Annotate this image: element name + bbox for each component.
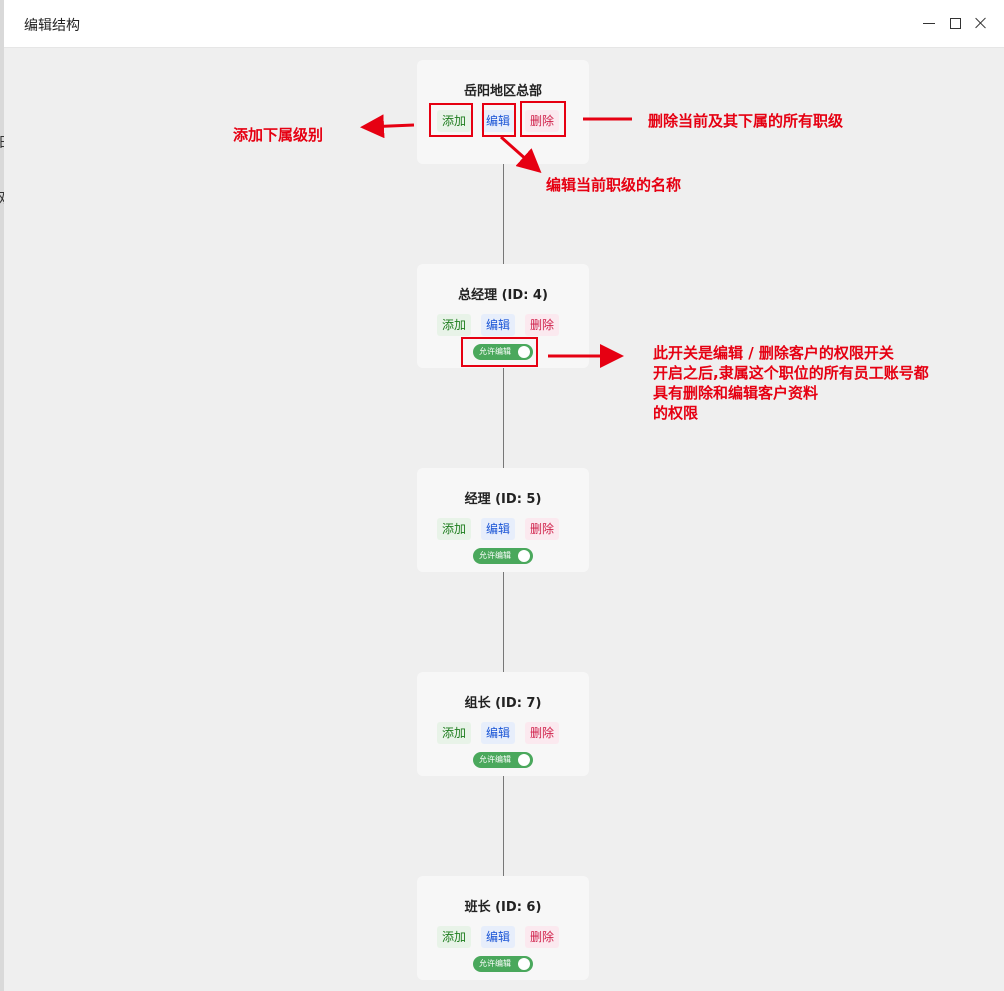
annotation-toggle-text: 此开关是编辑 / 删除客户的权限开关 开启之后,隶属这个职位的所有员工账号都 具…	[653, 343, 929, 423]
allow-edit-toggle[interactable]: 允许编辑	[473, 548, 533, 564]
minimize-icon[interactable]	[918, 12, 940, 34]
arrow-edit	[500, 135, 542, 173]
allow-edit-toggle[interactable]: 允许编辑	[473, 752, 533, 768]
org-node-root: 岳阳地区总部 添加 编辑 删除	[417, 60, 589, 164]
delete-button[interactable]: 删除	[525, 722, 560, 744]
tree-connector	[503, 572, 504, 672]
annotation-toggle-line: 开启之后,隶属这个职位的所有员工账号都	[653, 364, 929, 382]
org-node: 总经理 (ID: 4) 添加 编辑 删除 允许编辑	[417, 264, 589, 368]
tree-connector	[503, 368, 504, 468]
edit-structure-window: 编辑结构 岳阳地区总部 添加 编辑 删除 总经理 (ID: 4) 添加 编辑 删…	[4, 0, 1004, 991]
toggle-knob	[518, 550, 530, 562]
add-button[interactable]: 添加	[437, 110, 472, 132]
delete-button[interactable]: 删除	[525, 518, 560, 540]
toggle-label: 允许编辑	[479, 347, 511, 356]
node-title: 总经理 (ID: 4)	[458, 288, 548, 303]
delete-button[interactable]: 删除	[525, 314, 560, 336]
delete-button[interactable]: 删除	[525, 110, 560, 132]
toggle-label: 允许编辑	[479, 959, 511, 968]
annotation-arrows	[360, 114, 632, 368]
annotation-delete-text: 删除当前及其下属的所有职级	[648, 112, 844, 130]
add-button[interactable]: 添加	[437, 314, 472, 336]
title-bar: 编辑结构	[4, 0, 1004, 48]
toggle-knob	[518, 958, 530, 970]
edit-button[interactable]: 编辑	[481, 314, 516, 336]
annotation-toggle-line: 具有删除和编辑客户资料	[653, 384, 819, 402]
node-title: 班长 (ID: 6)	[464, 900, 542, 915]
tree-connector	[503, 164, 504, 264]
node-title: 岳阳地区总部	[463, 84, 542, 99]
toggle-knob	[518, 754, 530, 766]
toggle-label: 允许编辑	[479, 551, 511, 560]
window-title: 编辑结构	[24, 18, 80, 34]
add-button[interactable]: 添加	[437, 926, 472, 948]
allow-edit-toggle[interactable]: 允许编辑	[473, 344, 533, 360]
toggle-label: 允许编辑	[479, 755, 511, 764]
node-title: 经理 (ID: 5)	[464, 492, 542, 507]
edit-button[interactable]: 编辑	[481, 110, 516, 132]
toggle-knob	[518, 346, 530, 358]
annotation-edit-text: 编辑当前职级的名称	[546, 176, 682, 194]
add-button[interactable]: 添加	[437, 518, 472, 540]
edit-button[interactable]: 编辑	[481, 518, 516, 540]
tree-connector	[503, 776, 504, 876]
edit-button[interactable]: 编辑	[481, 926, 516, 948]
allow-edit-toggle[interactable]: 允许编辑	[473, 956, 533, 972]
edit-button[interactable]: 编辑	[481, 722, 516, 744]
delete-button[interactable]: 删除	[525, 926, 560, 948]
annotation-toggle-line: 的权限	[653, 404, 699, 422]
org-node: 班长 (ID: 6) 添加 编辑 删除 允许编辑	[417, 876, 589, 980]
annotation-add-text: 添加下属级别	[233, 126, 324, 144]
add-button[interactable]: 添加	[437, 722, 472, 744]
node-title: 组长 (ID: 7)	[464, 696, 542, 711]
org-node: 经理 (ID: 5) 添加 编辑 删除 允许编辑	[417, 468, 589, 572]
annotation-toggle-line: 此开关是编辑 / 删除客户的权限开关	[653, 344, 894, 362]
arrow-add	[360, 114, 415, 139]
org-node: 组长 (ID: 7) 添加 编辑 删除 允许编辑	[417, 672, 589, 776]
maximize-icon[interactable]	[944, 12, 966, 34]
